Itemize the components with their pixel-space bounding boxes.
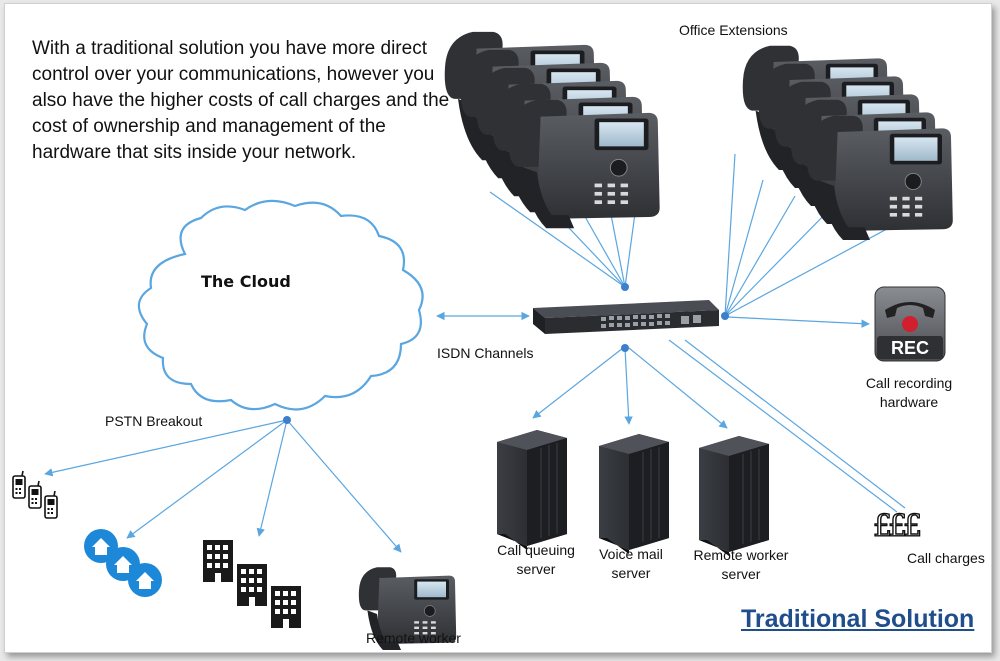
diagram-canvas: REC: [12, 31, 954, 651]
mobile-phones-icon: [12, 470, 58, 519]
remote-worker-server-icon: [698, 435, 770, 557]
pstn-breakout-label: PSTN Breakout: [105, 413, 203, 429]
call-charges-label: Call charges: [907, 550, 985, 566]
offices-buildings-icon: [203, 540, 301, 628]
office-phones-right: [742, 45, 954, 241]
call-recording-icon: REC: [874, 286, 946, 362]
pound-symbols: £££: [872, 508, 923, 544]
footer-title: Traditional Solution: [741, 605, 975, 633]
voice-mail-server-icon: [598, 433, 670, 555]
call-queuing-label: Call queuing server: [497, 542, 575, 577]
connector-lines: [44, 153, 912, 553]
cloud-label: The Cloud: [201, 272, 291, 291]
remote-worker-label: Remote worker: [366, 630, 461, 646]
call-queuing-server-icon: [496, 429, 568, 551]
connection-hubs: [283, 283, 729, 424]
isdn-channels-label: ISDN Channels: [437, 345, 534, 361]
voice-mail-label: Voice mail server: [599, 546, 663, 581]
rec-icon-text: REC: [891, 338, 929, 358]
homes-icon: [84, 529, 162, 597]
network-switch: [533, 300, 719, 334]
cloud-shape: [137, 199, 424, 411]
call-recording-label: Call recording hardware: [865, 375, 953, 410]
intro-paragraph: With a traditional solution you have mor…: [32, 38, 450, 163]
office-phones-left: [444, 31, 661, 229]
office-extensions-label: Office Extensions: [679, 22, 788, 38]
remote-worker-server-label: Remote worker server: [693, 547, 789, 582]
diagram-frame: REC With a traditional solution you have…: [4, 3, 992, 653]
